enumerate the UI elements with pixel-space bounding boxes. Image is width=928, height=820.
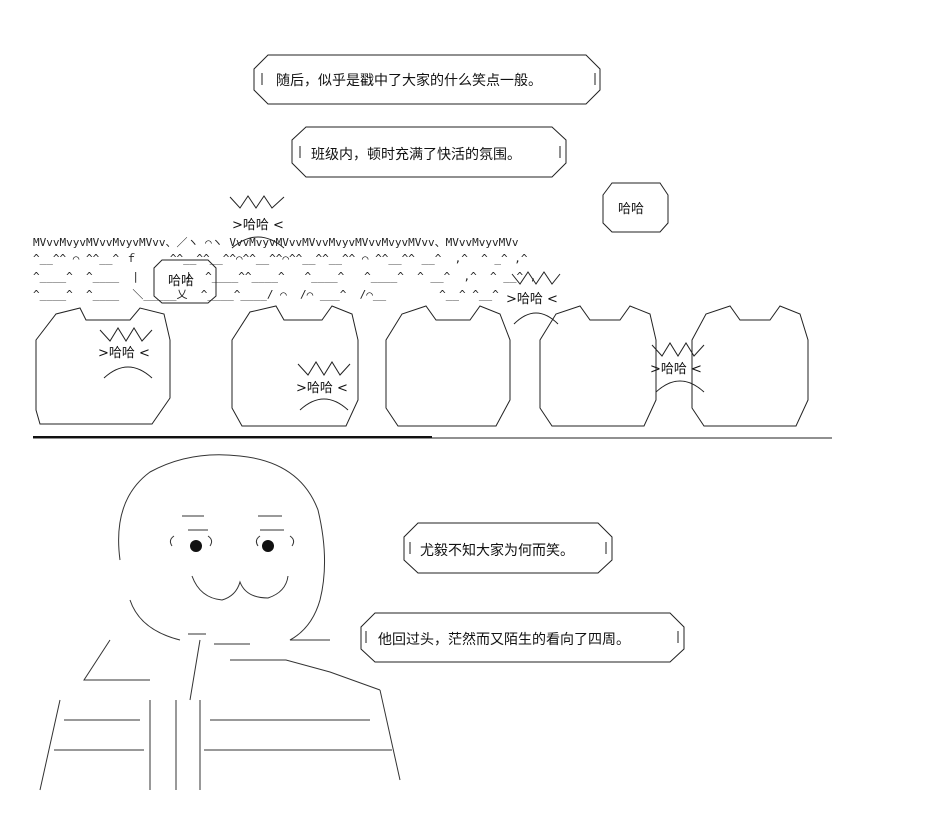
burst-crowd-right	[511, 271, 561, 325]
burst-top-center	[229, 195, 285, 249]
student-head-2	[231, 305, 359, 427]
speech-bubble-top-right-frame	[602, 182, 669, 233]
laugh-speech-top-right: 哈哈	[618, 202, 645, 217]
laugh-burst-center: >哈哈 <	[296, 381, 348, 396]
floor-line-thick	[33, 436, 432, 438]
crowd-row-3: ^____^ ^____ | | ^____^^____^ ^____^ ^__…	[33, 270, 537, 283]
laugh-burst-crowd: >哈哈 <	[506, 292, 558, 307]
student-head-5	[691, 305, 809, 427]
caption-box-3-frame	[403, 522, 613, 574]
student-head-3	[385, 305, 511, 427]
laugh-burst-top: >哈哈 <	[232, 218, 284, 233]
burst-left-student	[99, 327, 153, 379]
caption-2: 班级内，顿时充满了快活的氛围。	[311, 147, 521, 163]
student-head-1	[35, 307, 171, 425]
caption-box-4-frame	[360, 612, 685, 663]
caption-box-2-frame	[291, 126, 567, 178]
laugh-burst-left: >哈哈 <	[98, 346, 150, 361]
burst-right-student	[651, 342, 705, 393]
crowd-row-2: ^__^^ ⌒ ^^__^ ｆ ^^__^^__^^⌒^^__^^⌒^^__^^…	[33, 252, 528, 265]
speech-bubble-left-frame	[153, 259, 217, 304]
caption-4: 他回过头，茫然而又陌生的看向了四周。	[378, 632, 630, 648]
laugh-burst-right: >哈哈 <	[650, 362, 702, 377]
crowd-row-4: ^____^ ^____ ＼_____乂 ^____^____/ ⌒ /⌒ __…	[33, 288, 499, 301]
protagonist-eye-left	[190, 540, 202, 552]
laugh-speech-left: 哈哈	[168, 274, 195, 289]
caption-box-1-frame	[253, 54, 601, 105]
caption-3: 尤毅不知大家为何而笑。	[420, 543, 574, 559]
crowd-row-1: MVvvMvyvMVvvMvyvMVvv、／ヽ ⌒ヽ VvvMvyvMVvvMV…	[33, 236, 519, 249]
caption-1: 随后，似乎是戳中了大家的什么笑点一般。	[276, 73, 542, 89]
protagonist-figure	[39, 454, 401, 791]
protagonist-eye-right	[262, 540, 274, 552]
student-head-4	[539, 305, 657, 427]
burst-center-student	[297, 361, 351, 411]
